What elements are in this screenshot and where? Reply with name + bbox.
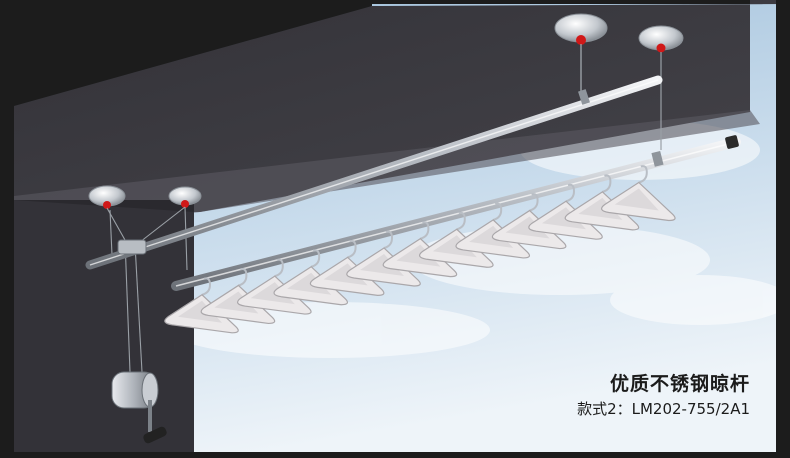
hanger-icon — [455, 202, 531, 259]
lift-cables — [106, 206, 188, 373]
ceiling-pulley-icon — [554, 13, 608, 92]
product-model: 款式2：LM202-755/2A1 — [577, 400, 750, 418]
ceiling-pulley-icon — [168, 186, 202, 208]
hanger-icon — [564, 174, 640, 231]
frame-border-bottom — [0, 452, 790, 458]
hanger-icon — [491, 193, 567, 250]
product-caption: 优质不锈钢晾杆 款式2：LM202-755/2A1 — [577, 372, 750, 420]
hanger-icon — [382, 221, 458, 278]
frame-border-right — [776, 0, 790, 458]
hanger-icon — [200, 268, 276, 325]
hanger-icon — [601, 165, 676, 222]
frame-border-left — [0, 0, 14, 458]
hanger-icon — [346, 230, 421, 287]
hanger-icon — [164, 277, 239, 334]
hanger-icon — [419, 211, 494, 268]
ceiling-pulley-icon — [638, 25, 684, 150]
hangers — [164, 165, 676, 334]
upper-drying-pole — [85, 75, 663, 270]
hand-crank-icon — [111, 371, 167, 444]
hanger-icon — [273, 249, 349, 306]
ceiling-pulley-icon — [88, 185, 126, 209]
ceiling-surface — [14, 0, 790, 222]
product-title: 优质不锈钢晾杆 — [609, 373, 750, 395]
hanger-icon — [528, 183, 603, 240]
hanger-icon — [309, 239, 385, 296]
hanger-icon — [237, 258, 312, 315]
